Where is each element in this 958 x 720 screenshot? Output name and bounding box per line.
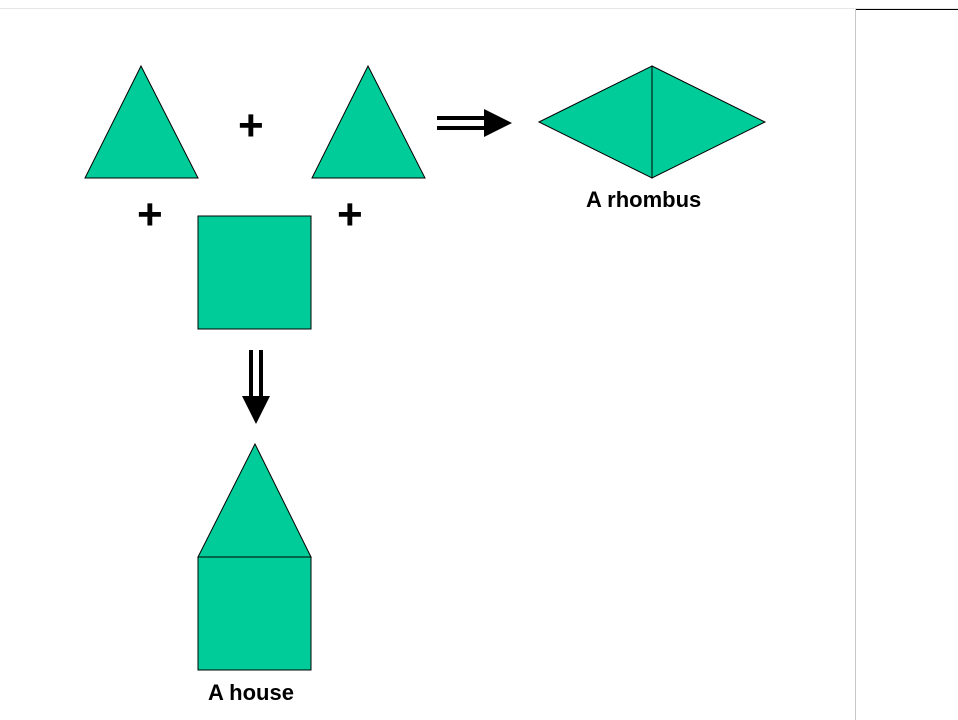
plus-sign-left: +: [137, 190, 163, 239]
rhombus-label: A rhombus: [586, 187, 702, 212]
square: [197, 215, 312, 330]
rhombus-left-half: [537, 65, 653, 179]
plus-sign-top: +: [238, 101, 264, 150]
house-body: [197, 556, 312, 671]
rhombus-right-half: [651, 65, 767, 179]
double-down-arrow-icon: [242, 350, 270, 424]
double-right-arrow-icon: [437, 109, 512, 137]
plus-sign-right: +: [337, 190, 363, 239]
house-label: A house: [208, 680, 294, 705]
triangle-right: [311, 64, 426, 179]
house-roof: [197, 442, 312, 558]
triangle-left: [84, 64, 199, 179]
